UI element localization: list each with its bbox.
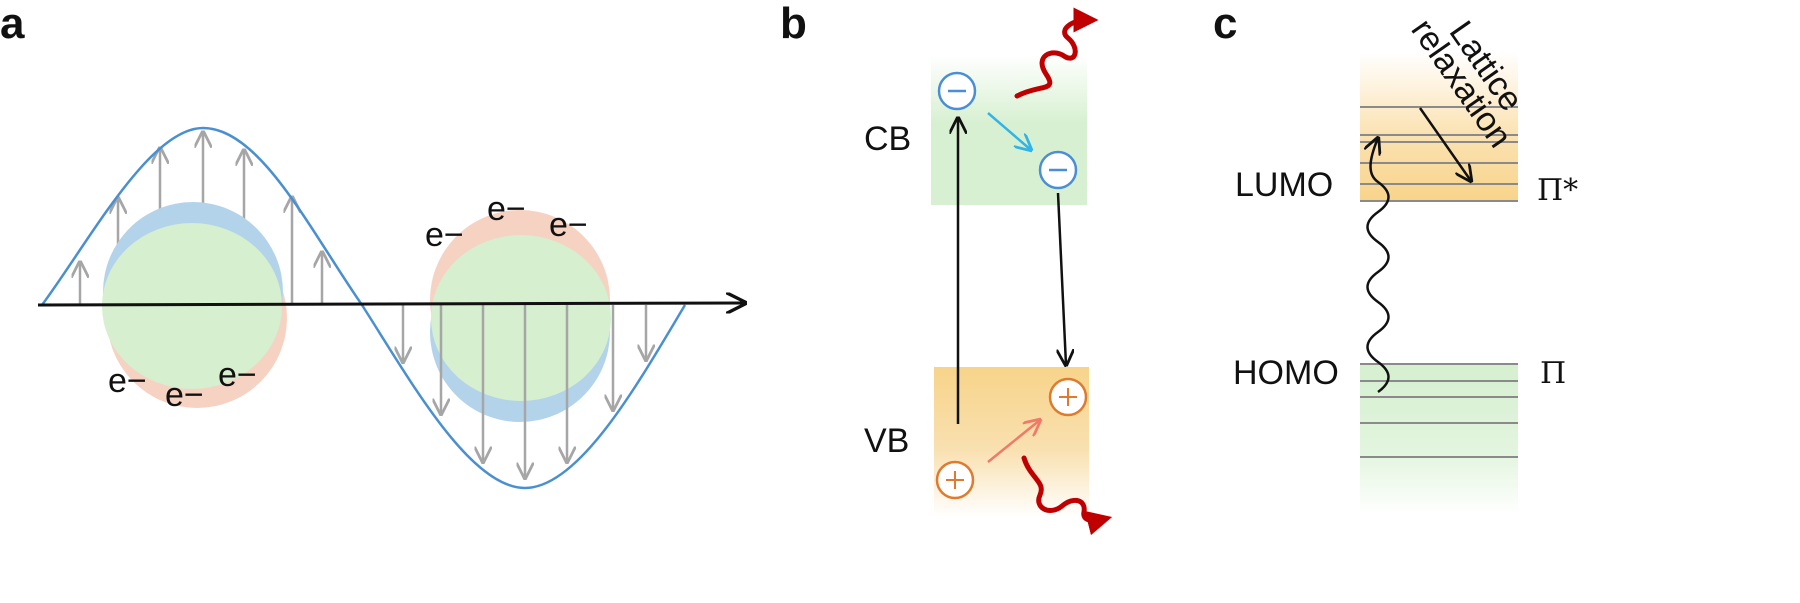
electron-label: e−: [549, 206, 588, 244]
propagation-axis: [37, 303, 745, 305]
panel-letter-c: c: [1213, 0, 1237, 48]
relaxation-arrow: [1418, 107, 1471, 181]
nanoparticle: [431, 235, 611, 401]
phonon-emission-cb: [1014, 7, 1099, 99]
panel-letter-a: a: [0, 0, 25, 48]
field-arrows-down: [403, 305, 646, 478]
recombination-arrow: [1058, 192, 1066, 365]
electron-relaxation-arrow: [987, 112, 1031, 150]
lumo-manifold: [1360, 52, 1518, 202]
hole-initial: [935, 460, 975, 500]
panel-c: c Lattice relaxation LUMO: [1213, 0, 1578, 514]
vb-label: VB: [864, 422, 909, 460]
panel-a: a: [0, 0, 745, 490]
pi-label: Π: [1540, 356, 1566, 391]
electron-relaxed: [1038, 150, 1078, 190]
lumo-label: LUMO: [1235, 166, 1333, 204]
panel-b: b CB VB: [780, 0, 1113, 536]
electron-initial: [937, 71, 977, 111]
hole-relaxed: [1048, 377, 1088, 417]
electron-label: e−: [165, 376, 204, 414]
electron-label: e−: [218, 356, 257, 394]
phonon-emission-vb: [1021, 455, 1113, 536]
excitation-wave: [1368, 138, 1390, 394]
hole-relaxation-arrow: [987, 420, 1040, 463]
electron-label: e−: [487, 190, 526, 228]
lumo-vibrational-levels: [1360, 106, 1518, 202]
panel-letter-b: b: [780, 0, 807, 48]
electron-label: e−: [425, 216, 464, 254]
cb-label: CB: [864, 120, 911, 158]
homo-manifold: [1360, 364, 1518, 514]
homo-vibrational-levels: [1360, 363, 1518, 458]
homo-label: HOMO: [1233, 354, 1339, 392]
electron-label: e−: [108, 362, 147, 400]
pi-star-label: Π*: [1537, 173, 1578, 208]
